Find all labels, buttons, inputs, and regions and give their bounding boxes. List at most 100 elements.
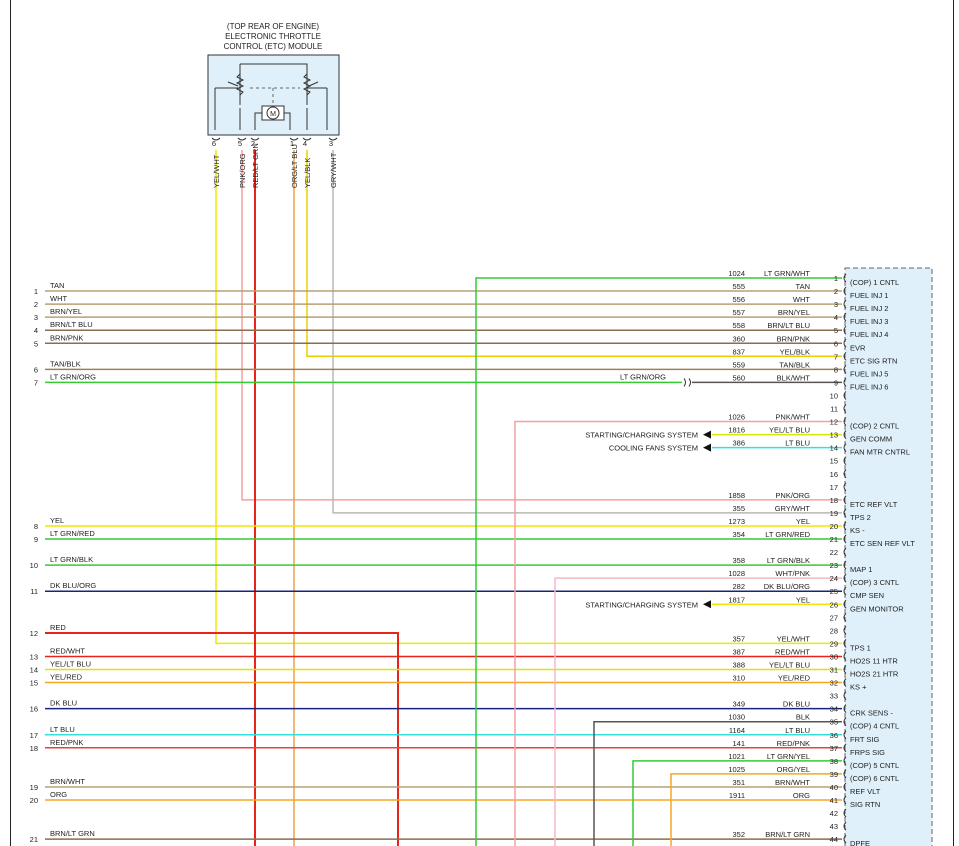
etc-pin-terminal [328, 137, 338, 141]
pcm-circuit-number: 1164 [729, 726, 745, 735]
pcm-pin-terminal [843, 325, 847, 335]
pcm-pin-terminal [843, 612, 847, 622]
pcm-pin-number: 41 [830, 796, 838, 805]
left-wire-label: BRN/LT GRN [50, 829, 95, 838]
pcm-pin-number: 44 [830, 835, 838, 844]
left-pin-number: 20 [30, 796, 38, 805]
pcm-pin-number: 38 [830, 757, 838, 766]
pcm-pin-terminal [843, 625, 847, 635]
left-wire-label: YEL/RED [50, 673, 83, 682]
pcm-pin-terminal [843, 469, 847, 479]
etc-title-line-1: (TOP REAR OF ENGINE) [227, 22, 319, 31]
pcm-wire-color-label: YEL/WHT [777, 634, 811, 643]
pcm-wire-color-label: RED/WHT [775, 647, 810, 656]
left-pin-number: 15 [30, 679, 38, 688]
left-pin-number: 2 [34, 300, 38, 309]
left-wire-label: BRN/WHT [50, 777, 85, 786]
left-pin-number: 19 [30, 783, 38, 792]
etc-pin-wire-color: YEL/WHT [212, 154, 221, 188]
pcm-wire-color-label: PNK/ORG [775, 491, 810, 500]
pcm-pin-terminal [843, 704, 847, 714]
external-ref-arrow [703, 600, 711, 609]
pcm-pin-terminal [843, 743, 847, 753]
left-wire-label: LT GRN/BLK [50, 555, 93, 564]
etc-title-line-2: ELECTRONIC THROTTLE [225, 32, 321, 41]
etc-pin-wire-color: RED/LT GRN [251, 143, 260, 188]
etc-module: M [207, 54, 340, 136]
pcm-pin-number: 32 [830, 679, 838, 688]
pcm-pin-number: 26 [830, 600, 838, 609]
pcm-pin-terminal [843, 508, 847, 518]
pcm-pin-terminal [843, 678, 847, 687]
pcm-wire-color-label: ORG [793, 791, 810, 800]
left-pin-number: 13 [30, 652, 38, 661]
pcm-circuit-number: 387 [732, 647, 745, 656]
pcm-circuit-number: 386 [732, 439, 745, 448]
pcm-pin-terminal [843, 652, 847, 661]
left-pin-number: 14 [30, 666, 38, 675]
potentiometer-right [302, 73, 312, 96]
pcm-circuit-number: 558 [732, 321, 745, 330]
pcm-pin-terminal [843, 691, 847, 700]
pcm-circuit-number: 355 [732, 504, 745, 513]
pcm-wire-color-label: LT BLU [785, 439, 810, 448]
pcm-wire-color-label: BRN/YEL [778, 308, 810, 317]
pcm-circuit-number: 310 [732, 674, 745, 683]
pcm-pin-terminal [843, 717, 847, 727]
page-frame-left [10, 0, 11, 846]
pcm-pin-terminal [843, 456, 847, 466]
pcm-pin-terminal [843, 782, 847, 792]
pcm-pin-terminal [843, 312, 847, 322]
pcm-connector [844, 267, 933, 846]
etc-pin-number: 3 [329, 139, 333, 148]
etc-pin-number: 5 [238, 139, 242, 148]
pcm-pin-number: 42 [830, 809, 838, 818]
pcm-circuit-number: 358 [732, 556, 745, 565]
pcm-pin-terminal [843, 391, 847, 400]
pcm-wire-color-label: BLK [796, 713, 810, 722]
left-wire-label: WHT [50, 294, 67, 303]
pcm-pin-number: 21 [830, 535, 838, 544]
pcm-pin-number: 14 [830, 444, 838, 453]
pcm-function-label: EVR [850, 343, 866, 352]
pcm-circuit-number: 556 [732, 295, 745, 304]
pcm-pin-number: 18 [830, 496, 838, 505]
pcm-pin-terminal [843, 521, 847, 531]
pcm-circuit-number: 1025 [728, 765, 745, 774]
pcm-pin-terminal [843, 573, 847, 583]
etc-title-line-3: CONTROL (ETC) MODULE [224, 42, 323, 51]
pcm-wire-color-label: BLK/WHT [777, 373, 811, 382]
pcm-pin-terminal [843, 378, 847, 387]
external-ref-arrow [703, 443, 711, 452]
pcm-pin-number: 10 [830, 391, 838, 400]
pcm-pin-number: 33 [830, 692, 838, 701]
pcm-wire-color-label: YEL/LT BLU [769, 661, 810, 670]
pcm-pin-terminal [843, 430, 847, 439]
left-wire-label: RED/WHT [50, 646, 85, 655]
pcm-pin-terminal [843, 821, 847, 831]
pcm-wire-color-label: BRN/WHT [775, 778, 810, 787]
pcm-pin-terminal [843, 665, 847, 674]
left-wire-label: DK BLU [50, 699, 77, 708]
pcm-function-label: HO2S 11 HTR [850, 656, 898, 665]
pcm-function-label: HO2S 21 HTR [850, 670, 899, 679]
pcm-function-label: (COP) 1 CNTL [850, 278, 899, 287]
pcm-circuit-number: 1021 [728, 752, 745, 761]
etc-pin-number: 4 [303, 139, 307, 148]
pcm-pin-terminal [843, 404, 847, 413]
pcm-pin-number: 13 [830, 431, 838, 440]
splice-connector [683, 378, 691, 387]
pcm-function-label: GEN MONITOR [850, 604, 904, 613]
etc-pin-wire-color: ORG/LT BLU [290, 144, 299, 188]
pcm-function-label: KS - [850, 526, 865, 535]
left-pin-number: 6 [34, 365, 38, 374]
left-pin-number: 16 [30, 705, 38, 714]
pcm-wire-1 [475, 277, 842, 846]
pcm-pin-number: 3 [834, 300, 838, 309]
etc-pin-terminal [289, 137, 299, 141]
pcm-wire-color-label: LT GRN/WHT [764, 269, 810, 278]
pcm-pin-number: 30 [830, 652, 838, 661]
potentiometer-left [235, 73, 245, 96]
pcm-pin-terminal [843, 286, 847, 296]
pcm-function-label: FUEL INJ 5 [850, 369, 888, 378]
